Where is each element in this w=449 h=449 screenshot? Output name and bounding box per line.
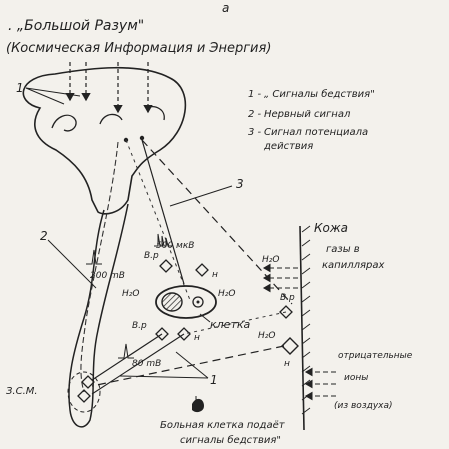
ion-label-3: (из воздуха) [334, 401, 393, 411]
signal-line-brain-cell [141, 139, 185, 285]
caption-line2: сигналы бедствия" [180, 434, 281, 446]
cell-pointer [199, 313, 211, 323]
spinal-cord [68, 203, 129, 428]
ion-arrows [304, 367, 336, 401]
legend-2-text: Нервный сигнал [264, 109, 351, 120]
n-mid-marker [177, 327, 191, 341]
h2o-left-label: Н₂О [122, 289, 139, 299]
legend-3-text: Сигнал потенциала [264, 127, 368, 138]
cord-marker-b [77, 389, 91, 403]
brain-fold-mid [99, 113, 123, 125]
n-mid-label: н [194, 333, 200, 343]
pointer-3 [169, 185, 233, 207]
legend-1-key: 1 - [248, 89, 262, 100]
signal-line-brain-cell-b [125, 139, 191, 301]
cord-marker-a [81, 375, 95, 389]
pulse-80-label: 80 mВ [132, 359, 161, 369]
signal-line-skin-cord [91, 345, 285, 387]
skin-label: Кожа [314, 221, 348, 235]
pulse-500 [154, 233, 172, 247]
title-line2: (Космическая Информация и Энергия) [6, 41, 271, 56]
legend-1-text: „ Сигналы бедствия" [264, 88, 375, 100]
label-3: 3 [236, 177, 244, 191]
vr-top-label: В.р [144, 251, 159, 261]
brain-point-b [139, 135, 145, 141]
sick-cell [192, 396, 204, 413]
pulse-500-label: 500 мкВ [156, 241, 194, 251]
ion-label-2: ионы [344, 373, 368, 383]
vr-right-label: В.р [280, 293, 295, 303]
pulse-80 [118, 343, 134, 359]
pointer-2 [47, 239, 97, 289]
nerve-signal-line [80, 141, 119, 393]
brain-fold-left [51, 114, 77, 132]
legend-2-key: 2 - [248, 109, 262, 120]
brain-fold-right [145, 106, 165, 121]
cell-organelle [192, 296, 204, 308]
cell-nucleus [161, 292, 183, 312]
page-letter: а [222, 1, 229, 15]
cell-organelle-dot [196, 300, 200, 304]
pointer-1-bottom-b [119, 375, 209, 379]
vr-right-marker [279, 305, 293, 319]
pointer-1-bottom-a [175, 351, 209, 379]
zsm-circle [67, 371, 101, 413]
cell-body [155, 285, 217, 319]
n-top-marker [195, 263, 209, 277]
n-right-label: н [284, 359, 290, 369]
legend-3-key: 3 - [248, 127, 262, 138]
label-1: 1 [16, 81, 24, 95]
vr-top-marker [159, 259, 173, 273]
zsm-label: З.С.М. [6, 386, 38, 397]
vr-mid-label: В.р [132, 321, 147, 331]
title-line1: . „Большой Разум" [8, 18, 144, 34]
signal-line-skin-cell [183, 311, 287, 335]
brain-outline [22, 66, 187, 215]
pulse-200-label: 200 mВ [90, 271, 125, 281]
signal-line-cell-cord-b [91, 333, 185, 395]
n-right-marker [281, 337, 299, 355]
pointer-1a [25, 87, 65, 105]
ion-label-1: отрицательные [338, 351, 413, 361]
n-top-label: н [212, 270, 218, 280]
h2o-mid-label: Н₂О [218, 289, 235, 299]
skin-hatch [301, 225, 311, 415]
vr-mid-marker [155, 327, 169, 341]
signal-line-cell-cord [91, 333, 163, 381]
caption-line1: Больная клетка подаёт [160, 420, 286, 431]
h2o-right-label: Н₂О [258, 331, 275, 341]
h2o-top-label: Н₂О [262, 255, 279, 265]
label-1-bottom: 1 [210, 373, 218, 387]
legend-3b-text: действия [263, 141, 313, 152]
skin-wall [299, 225, 305, 431]
gases-label-2: капиллярах [322, 260, 384, 271]
pointer-1b [25, 87, 81, 97]
gases-label-1: газы в [326, 244, 360, 255]
pulse-200 [86, 249, 102, 265]
gas-arrows [262, 263, 298, 293]
label-2: 2 [40, 229, 48, 243]
